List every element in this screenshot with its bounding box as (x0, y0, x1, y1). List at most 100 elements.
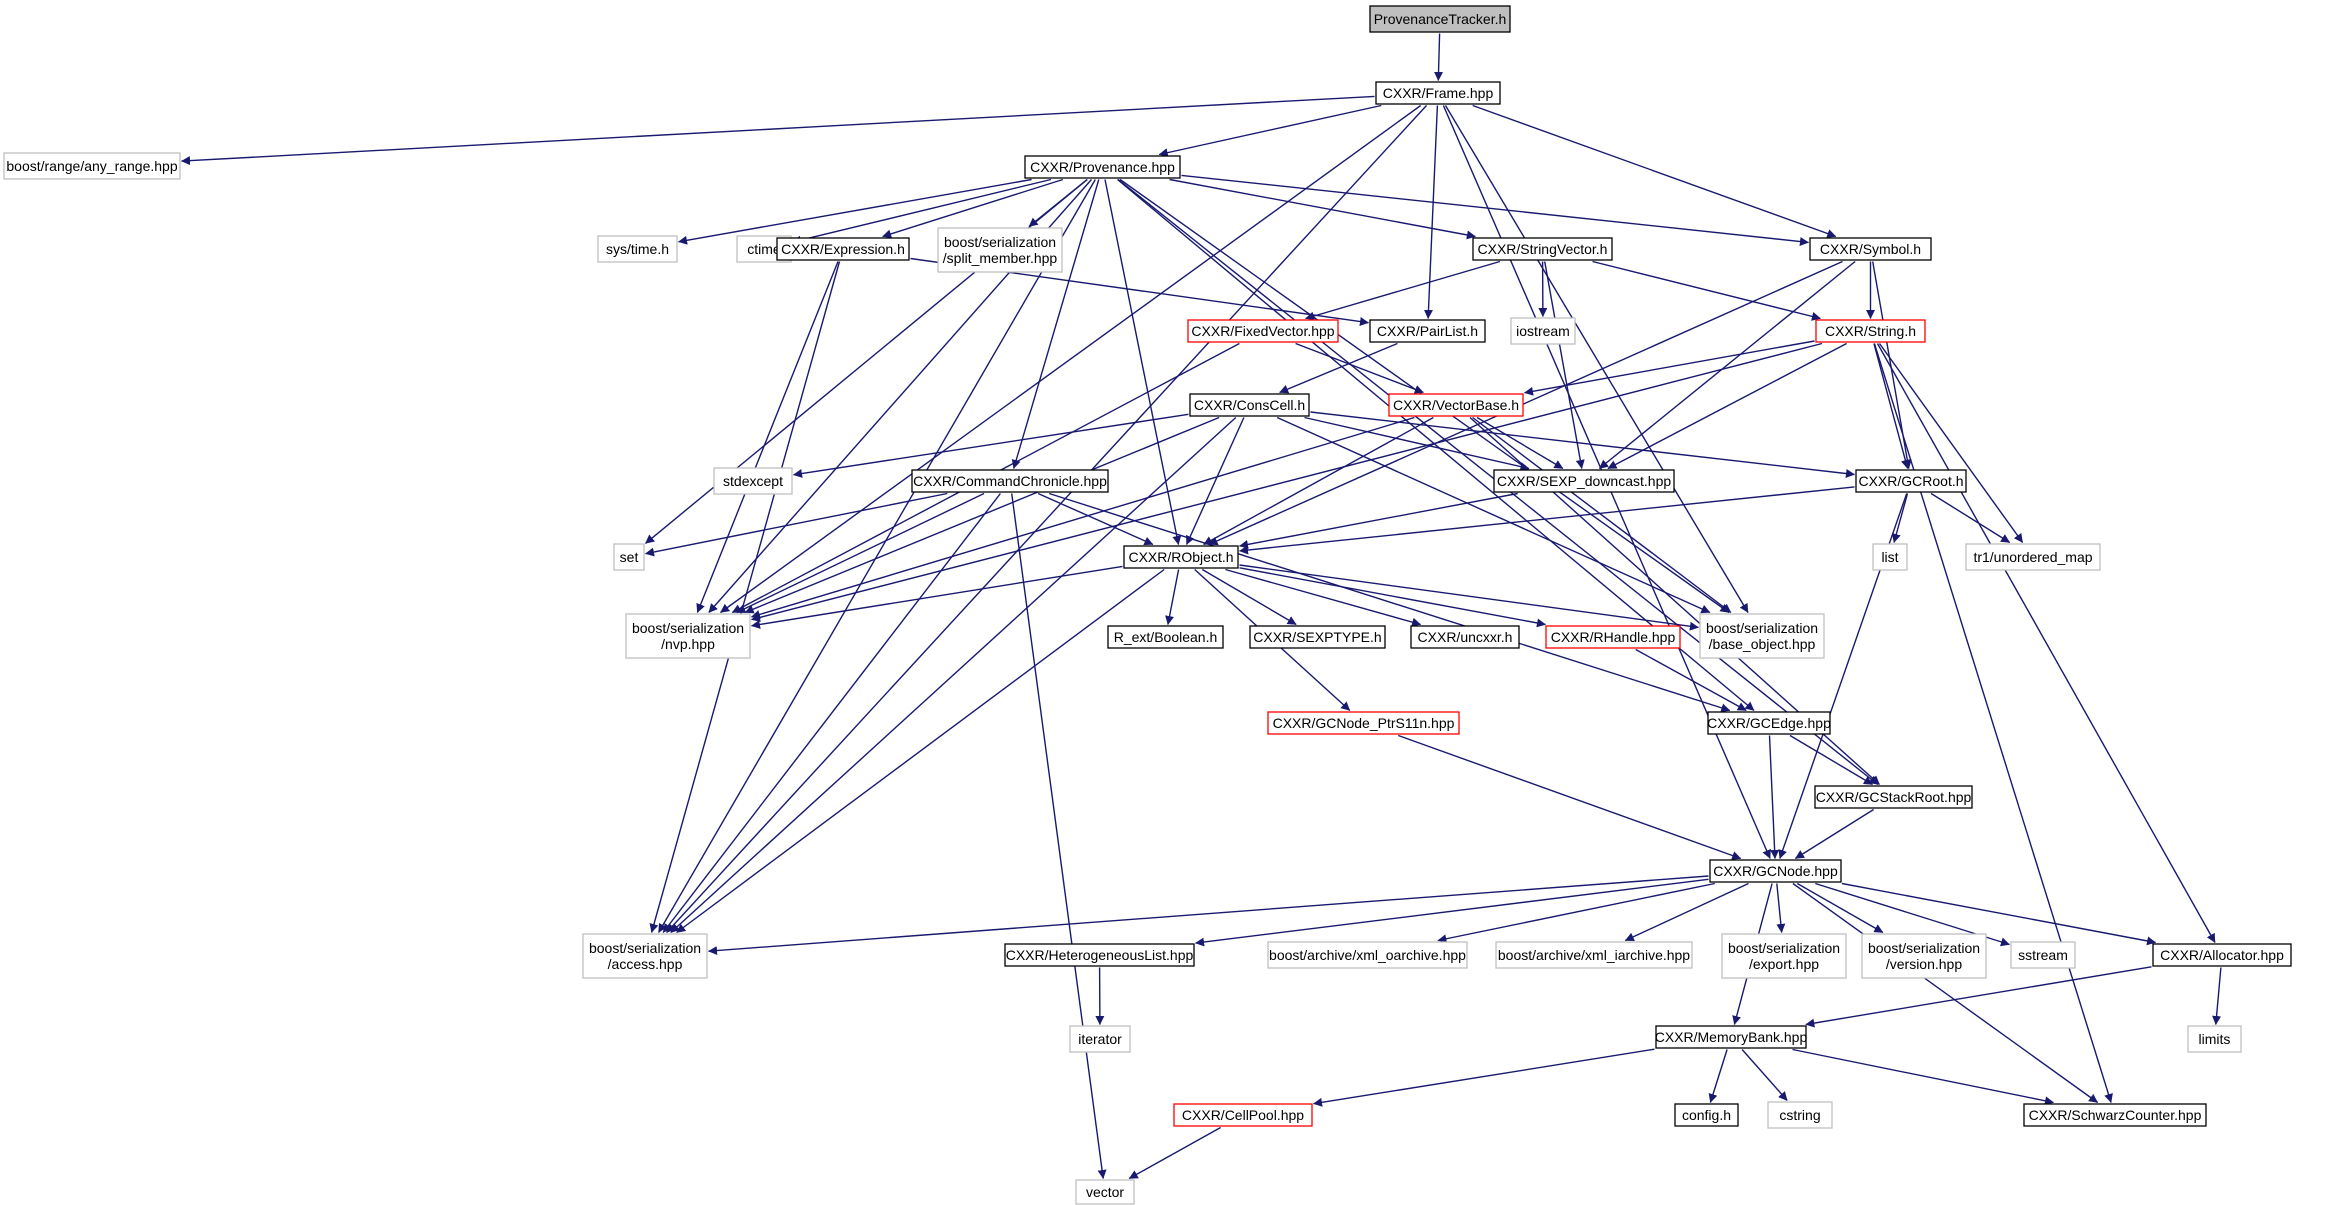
node-set: set (613, 543, 645, 571)
edge-cmdchron-to-gcedge (1048, 492, 1731, 713)
node-label-schwarz: CXXR/SchwarzCounter.hpp (2029, 1107, 2202, 1123)
node-nvp: boost/serialization/nvp.hpp (625, 613, 751, 659)
node-gcnode[interactable]: CXXR/GCNode.hpp (1709, 859, 1842, 883)
node-box-base_object (1699, 613, 1825, 659)
edge-string-to-vectorbase (1524, 340, 1815, 396)
edge-stringvector-to-string (1592, 260, 1821, 321)
edge-frame-to-provenance (1158, 104, 1382, 158)
node-frame[interactable]: CXXR/Frame.hpp (1375, 81, 1501, 105)
node-box-vector (1075, 1179, 1135, 1205)
node-symbol[interactable]: CXXR/Symbol.h (1809, 237, 1932, 261)
node-systime: sys/time.h (597, 235, 678, 263)
node-limits: limits (2187, 1025, 2242, 1053)
node-gcnode_ptrs11n[interactable]: CXXR/GCNode_PtrS11n.hpp (1267, 711, 1460, 735)
edge-conscell-to-base_object (1276, 416, 1711, 614)
node-expression[interactable]: CXXR/Expression.h (776, 237, 910, 261)
node-xml_iarchive: boost/archive/xml_iarchive.hpp (1495, 941, 1693, 969)
edge-frame-to-base_object (1444, 105, 1749, 613)
node-box-sexp_downcast (1493, 469, 1675, 493)
node-root[interactable]: ProvenanceTracker.h (1369, 5, 1511, 33)
node-pairlist[interactable]: CXXR/PairList.h (1369, 319, 1486, 343)
node-box-any_range (3, 152, 181, 180)
node-label-version-2: /version.hpp (1886, 956, 1962, 972)
node-boolean[interactable]: R_ext/Boolean.h (1107, 625, 1224, 649)
node-box-provenance (1024, 155, 1181, 179)
node-label-memorybank: CXXR/MemoryBank.hpp (1655, 1029, 1808, 1045)
node-box-expression (776, 237, 910, 261)
node-label-base_object-2: /base_object.hpp (1709, 636, 1816, 652)
node-box-conscell (1189, 393, 1310, 417)
node-box-iterator (1069, 1025, 1131, 1053)
node-gcroot[interactable]: CXXR/GCRoot.h (1855, 469, 1967, 493)
edge-provenance-to-expression (882, 178, 1064, 239)
node-box-pairlist (1369, 319, 1486, 343)
edge-frame-to-nvp (720, 104, 1422, 614)
edge-robject-to-rhandle (1239, 567, 1546, 628)
node-robject[interactable]: CXXR/RObject.h (1123, 545, 1239, 569)
edge-string-to-schwarz (1873, 343, 2113, 1103)
node-box-memorybank (1655, 1025, 1807, 1049)
node-config[interactable]: config.h (1674, 1103, 1739, 1127)
node-label-limits: limits (2199, 1031, 2231, 1047)
node-label-version-1: boost/serialization (1868, 940, 1980, 956)
node-label-stdexcept: stdexcept (723, 473, 783, 489)
edge-gcnode-to-version (1796, 882, 1884, 934)
node-box-xml_iarchive (1495, 941, 1693, 969)
node-iterator: iterator (1069, 1025, 1131, 1053)
node-allocator[interactable]: CXXR/Allocator.hpp (2152, 943, 2292, 967)
node-vector: vector (1075, 1179, 1135, 1205)
edge-memorybank-to-cstring (1741, 1049, 1788, 1101)
edge-conscell-to-nvp (744, 416, 1220, 614)
node-hetlist[interactable]: CXXR/HeterogeneousList.hpp (1004, 943, 1195, 967)
node-label-hetlist: CXXR/HeterogeneousList.hpp (1006, 947, 1194, 963)
node-box-cmdchron (911, 469, 1109, 493)
node-unordered_map: tr1/unordered_map (1965, 543, 2101, 571)
node-stringvector[interactable]: CXXR/StringVector.h (1472, 237, 1613, 261)
node-xml_oarchive: boost/archive/xml_oarchive.hpp (1267, 941, 1468, 969)
node-box-limits (2187, 1025, 2242, 1053)
edge-gcedge-to-gcstackroot (1789, 734, 1873, 786)
edge-rhandle-to-gcedge (1635, 648, 1747, 712)
node-box-vectorbase (1388, 393, 1524, 417)
node-label-export-1: boost/serialization (1728, 940, 1840, 956)
node-conscell[interactable]: CXXR/ConsCell.h (1189, 393, 1310, 417)
node-box-gcstackroot (1814, 785, 1973, 809)
node-box-set (613, 543, 645, 571)
node-box-split_member (937, 227, 1063, 273)
node-memorybank[interactable]: CXXR/MemoryBank.hpp (1655, 1025, 1808, 1049)
node-schwarz[interactable]: CXXR/SchwarzCounter.hpp (2023, 1103, 2207, 1127)
node-provenance[interactable]: CXXR/Provenance.hpp (1024, 155, 1181, 179)
edge-memorybank-to-cellpool (1313, 1048, 1655, 1107)
edge-vectorbase-to-nvp (751, 416, 1415, 619)
node-label-nvp-1: boost/serialization (632, 620, 744, 636)
edge-provenance-to-gcedge (1117, 178, 1755, 712)
edge-cmdchron-to-robject (1037, 492, 1154, 546)
node-rhandle[interactable]: CXXR/RHandle.hpp (1545, 625, 1681, 649)
edge-allocator-to-memorybank (1805, 966, 2152, 1028)
edge-root-to-frame (1434, 33, 1444, 81)
node-gcstackroot[interactable]: CXXR/GCStackRoot.hpp (1814, 785, 1973, 809)
node-label-cmdchron: CXXR/CommandChronicle.hpp (913, 473, 1107, 489)
node-string[interactable]: CXXR/String.h (1815, 319, 1926, 343)
edge-string-to-sexp_downcast (1607, 342, 1847, 470)
node-box-access (582, 933, 708, 979)
node-box-fixedvector (1187, 319, 1339, 343)
node-cstring: cstring (1767, 1101, 1833, 1129)
node-cmdchron[interactable]: CXXR/CommandChronicle.hpp (911, 469, 1109, 493)
node-label-list: list (1881, 549, 1898, 565)
node-label-set: set (620, 549, 639, 565)
node-cellpool[interactable]: CXXR/CellPool.hpp (1173, 1103, 1313, 1127)
node-gcedge[interactable]: CXXR/GCEdge.hpp (1707, 711, 1831, 735)
edge-gcnode-to-xml_oarchive (1437, 882, 1715, 944)
edge-expression-to-nvp (696, 261, 839, 613)
node-vectorbase[interactable]: CXXR/VectorBase.h (1388, 393, 1524, 417)
node-uncxxr[interactable]: CXXR/uncxxr.h (1410, 625, 1520, 649)
node-sexp_downcast[interactable]: CXXR/SEXP_downcast.hpp (1493, 469, 1675, 493)
edge-gcnode_ptrs11n-to-gcnode (1398, 734, 1742, 860)
node-fixedvector[interactable]: CXXR/FixedVector.hpp (1187, 319, 1339, 343)
edge-provenance-to-ctime (792, 178, 1052, 245)
edge-vectorbase-to-base_object (1472, 416, 1732, 614)
node-sexptype[interactable]: CXXR/SEXPTYPE.h (1249, 625, 1386, 649)
node-box-nvp (625, 613, 751, 659)
edge-sexp_downcast-to-robject (1239, 492, 1518, 549)
